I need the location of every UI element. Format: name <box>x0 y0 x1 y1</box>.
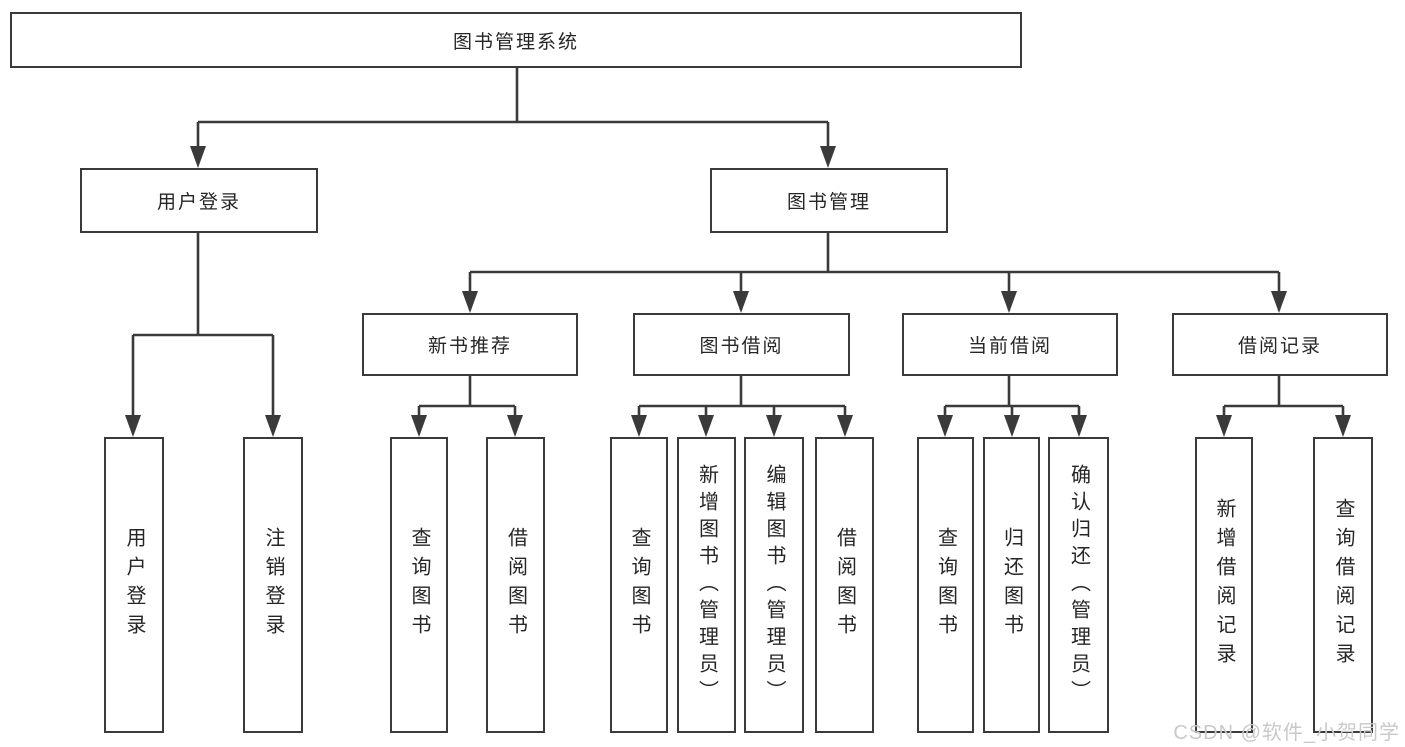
leaf-label: 注销登录 <box>262 527 284 643</box>
leaf-borrowing-edit-books-admin: 编辑图书（管理员） <box>744 437 804 733</box>
leaf-label: 用户登录 <box>123 527 145 643</box>
node-book-management: 图书管理 <box>710 168 948 233</box>
leaf-current-return-books: 归还图书 <box>983 437 1040 733</box>
leaf-label: 借阅图书 <box>833 527 856 643</box>
leaf-current-confirm-return-admin: 确认归还（管理员） <box>1048 437 1109 733</box>
leaf-recommend-borrow-books: 借阅图书 <box>486 437 545 733</box>
csdn-watermark: CSDN @软件_小贺同学 <box>1173 722 1400 744</box>
leaf-records-add-record: 新增借阅记录 <box>1195 437 1253 733</box>
node-new-book-recommend: 新书推荐 <box>362 313 578 376</box>
leaf-current-query-books: 查询图书 <box>917 437 974 733</box>
leaf-label: 新增借阅记录 <box>1213 498 1235 672</box>
leaf-records-query-record: 查询借阅记录 <box>1313 437 1373 733</box>
leaf-borrowing-borrow-books: 借阅图书 <box>815 437 874 733</box>
leaf-label: 查询图书 <box>408 527 430 643</box>
leaf-label: 借阅图书 <box>504 527 527 643</box>
node-label: 新书推荐 <box>427 336 512 357</box>
leaf-borrowing-query-books: 查询图书 <box>610 437 668 733</box>
leaf-label: 编辑图书（管理员） <box>763 463 785 707</box>
leaf-borrowing-add-books-admin: 新增图书（管理员） <box>677 437 736 733</box>
leaf-label: 查询借阅记录 <box>1332 498 1354 672</box>
leaf-logout: 注销登录 <box>243 437 303 733</box>
leaf-label: 归还图书 <box>1000 527 1023 643</box>
node-label: 用户登录 <box>156 192 241 213</box>
node-label: 图书管理 <box>786 192 871 213</box>
node-book-borrowing: 图书借阅 <box>633 313 850 376</box>
leaf-user-login: 用户登录 <box>104 437 164 733</box>
node-user-login: 用户登录 <box>80 168 318 233</box>
node-current-borrowing: 当前借阅 <box>902 313 1118 376</box>
leaf-label: 新增图书（管理员） <box>695 463 718 707</box>
leaf-label: 确认归还（管理员） <box>1067 463 1090 707</box>
node-borrowing-records: 借阅记录 <box>1172 313 1388 376</box>
leaf-label: 查询图书 <box>934 527 957 643</box>
node-label: 图书借阅 <box>699 336 784 357</box>
node-label: 借阅记录 <box>1237 336 1322 357</box>
leaf-recommend-query-books: 查询图书 <box>390 437 448 733</box>
leaf-label: 查询图书 <box>628 527 650 643</box>
node-root-library-system: 图书管理系统 <box>10 12 1022 68</box>
node-label: 当前借阅 <box>967 336 1052 357</box>
node-label: 图书管理系统 <box>452 31 579 53</box>
